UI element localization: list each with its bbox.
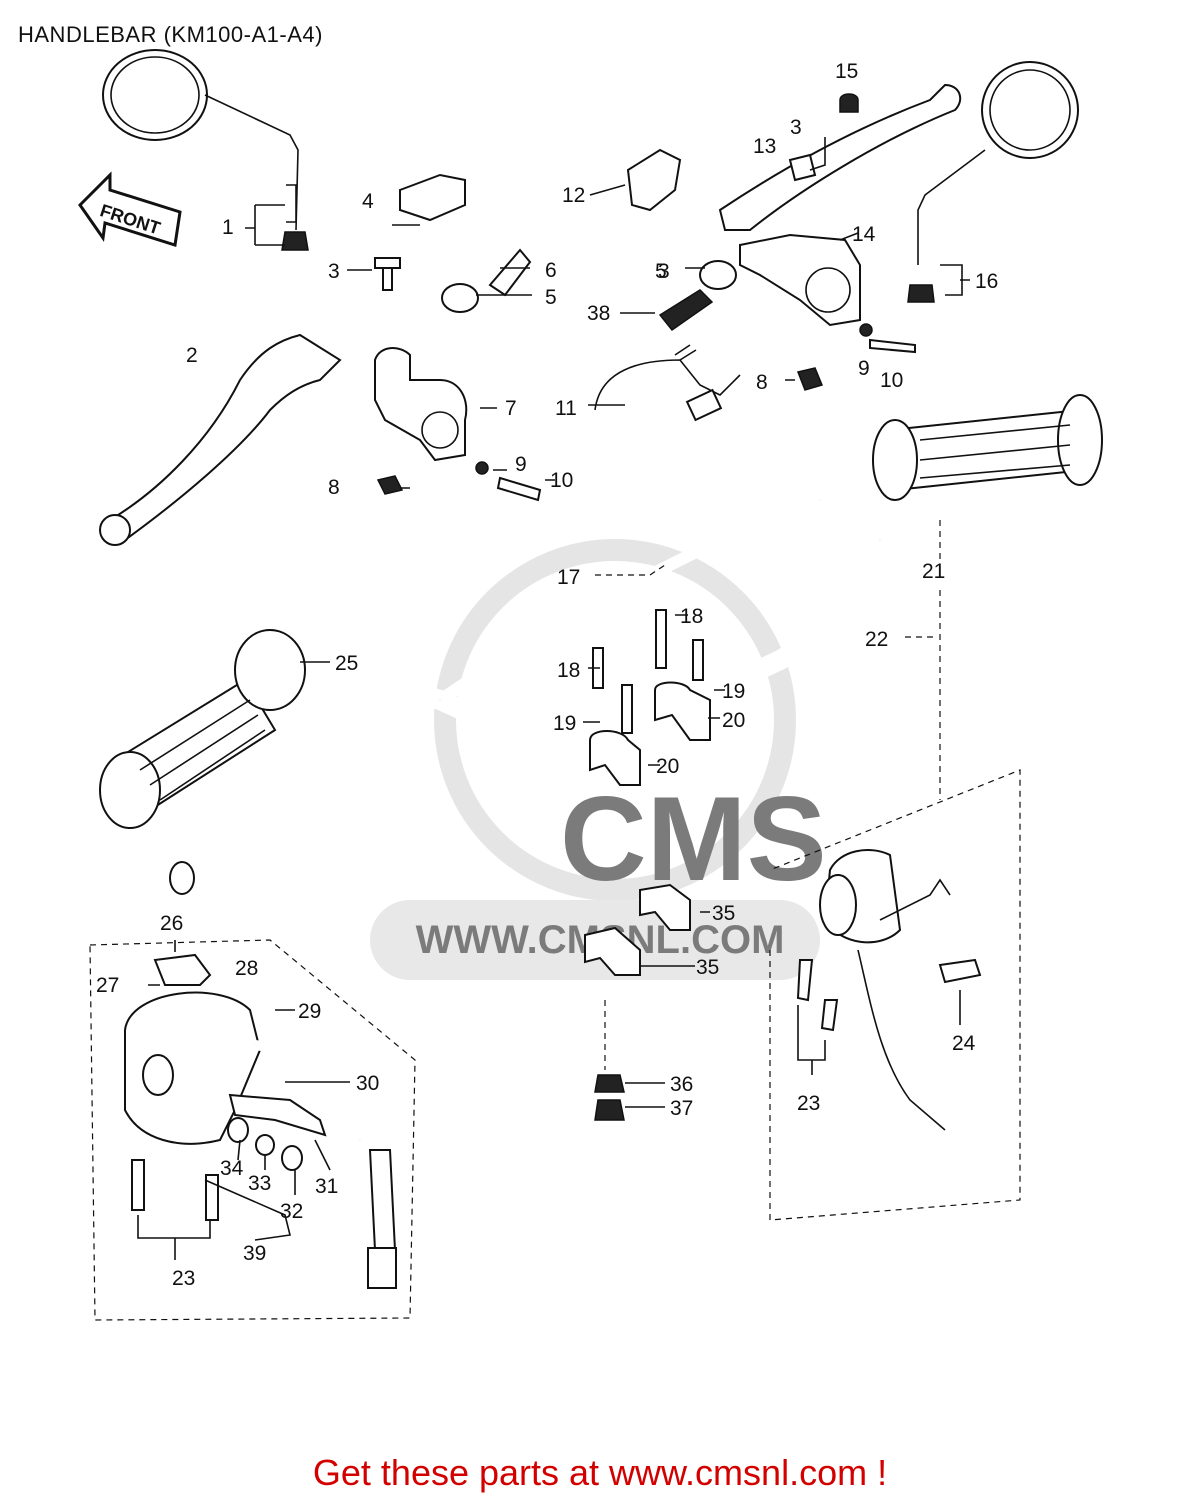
callout: 37 <box>670 1097 693 1120</box>
callout: 15 <box>835 60 858 83</box>
callout: 3 <box>658 260 670 283</box>
callout: 11 <box>555 397 577 420</box>
callout: 5 <box>655 260 667 283</box>
callout: 20 <box>656 755 679 778</box>
callout: 16 <box>975 270 998 293</box>
callout: 30 <box>356 1072 379 1095</box>
front-arrow: FRONT <box>78 171 182 247</box>
callout: 23 <box>172 1267 195 1290</box>
callout: 19 <box>553 712 576 735</box>
callout: 1 <box>222 216 234 239</box>
page-title: HANDLEBAR (KM100-A1-A4) <box>18 22 323 47</box>
callout: 9 <box>515 453 527 476</box>
callout: 26 <box>160 912 183 935</box>
callout: 38 <box>587 302 610 325</box>
callout: 22 <box>865 628 888 651</box>
callout: 32 <box>280 1200 303 1223</box>
left-mirror <box>102 49 309 251</box>
callout: 18 <box>680 605 703 628</box>
callout: 13 <box>753 135 776 158</box>
callout: 35 <box>696 956 719 979</box>
small-parts <box>374 93 916 502</box>
callout: 3 <box>790 116 802 139</box>
callout: 35 <box>712 902 735 925</box>
right-mirror <box>907 61 1079 303</box>
callout: 8 <box>328 476 340 499</box>
callout: 17 <box>557 566 580 589</box>
right-grip <box>872 394 1103 501</box>
callout: 6 <box>545 259 557 282</box>
callout: 8 <box>756 371 768 394</box>
callout: 9 <box>858 357 870 380</box>
callout: 20 <box>722 709 745 732</box>
callout: 36 <box>670 1073 693 1096</box>
callout: 10 <box>550 469 573 492</box>
callout: 12 <box>562 184 585 207</box>
lever-holder-left <box>374 347 468 462</box>
callout: 19 <box>722 680 745 703</box>
callout: 34 <box>220 1157 244 1180</box>
callout: 2 <box>186 344 198 367</box>
callout: 31 <box>315 1175 338 1198</box>
callout: 10 <box>880 369 903 392</box>
callout: 29 <box>298 1000 321 1023</box>
callout: 27 <box>96 974 119 997</box>
master-cylinder <box>739 233 861 327</box>
callout: 24 <box>952 1032 976 1055</box>
callout: 23 <box>797 1092 820 1115</box>
callout: 18 <box>557 659 580 682</box>
callout: 3 <box>328 260 340 283</box>
callout: 39 <box>243 1242 266 1265</box>
callout: 5 <box>545 286 557 309</box>
callout: 33 <box>248 1172 271 1195</box>
callout: 14 <box>852 223 876 246</box>
callout-labels: 1 2 3 3 3 4 5 5 5 6 7 8 8 9 9 10 10 11 1… <box>96 60 998 1290</box>
right-switch-housing <box>796 849 982 1131</box>
left-grip <box>99 629 306 829</box>
handlebar <box>169 494 885 895</box>
callout: 28 <box>235 957 258 980</box>
callout: 21 <box>922 560 945 583</box>
leader-lines <box>137 137 1021 1260</box>
callout: 7 <box>505 397 517 420</box>
clutch-lever <box>99 333 342 546</box>
watermark-brand: CMS <box>560 772 827 906</box>
left-switch-housing <box>89 939 416 1321</box>
footer-promo-link[interactable]: Get these parts at www.cmsnl.com ! <box>312 1452 888 1493</box>
callout: 4 <box>362 190 374 213</box>
callout: 25 <box>335 652 358 675</box>
